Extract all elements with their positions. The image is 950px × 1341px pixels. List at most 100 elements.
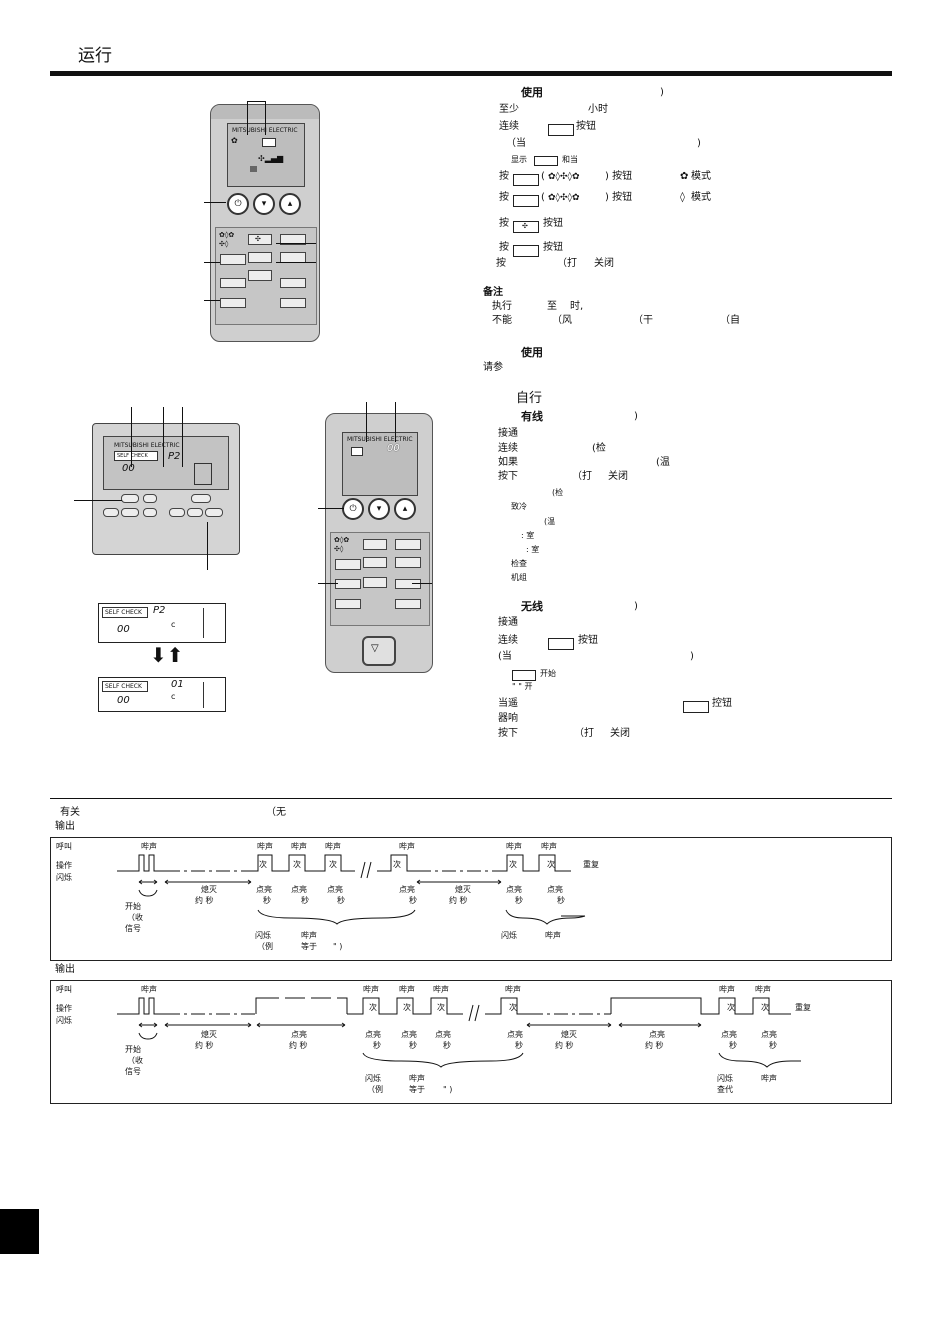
timer-button[interactable] (395, 557, 421, 568)
wired-btn-8[interactable] (205, 508, 223, 517)
step-text: ) (690, 651, 694, 662)
sec-label: 秒 (409, 1041, 417, 1050)
row-label: 闪烁 (56, 1016, 72, 1025)
on-off-button[interactable]: ⏻ (342, 498, 364, 520)
notes-label: 备注 (483, 287, 503, 298)
callout-line (395, 402, 396, 442)
dry-icon: ◊ (680, 192, 685, 203)
temp-down-button[interactable]: ▾ (368, 498, 390, 520)
beep-label: 哔声 (399, 842, 415, 851)
wireless-heading-paren: ) (634, 601, 638, 612)
beep-label: 哔声 (506, 842, 522, 851)
beep-label: 哔声 (755, 985, 771, 994)
callout-line (182, 407, 183, 467)
wired-btn-5[interactable] (143, 508, 157, 517)
test-button[interactable] (363, 577, 387, 588)
step-text: （当 (506, 138, 526, 149)
flash-beep-label: 哔声 (545, 931, 561, 940)
wired-btn-1[interactable] (121, 494, 139, 503)
on-off-button[interactable]: ⏻ (227, 193, 249, 215)
button-c[interactable] (220, 298, 246, 308)
button-symbol (534, 156, 558, 166)
heat-icon: ✿ (680, 171, 689, 182)
sub-text: : 室 (521, 531, 535, 540)
button-symbol (548, 638, 574, 650)
louver-button[interactable] (248, 252, 272, 263)
check-button[interactable] (248, 270, 272, 281)
wired-btn-7[interactable] (187, 508, 203, 517)
wired-btn-3[interactable] (103, 508, 119, 517)
step-text: 按钮 (543, 242, 563, 253)
step-text: （打 (574, 728, 594, 739)
about-sec-label: 约 秒 (449, 896, 468, 905)
page-tab (0, 1209, 39, 1254)
step-text: 器响 (498, 713, 518, 724)
sub-text: (温 (544, 517, 556, 526)
temp-up-button[interactable]: ▴ (394, 498, 416, 520)
example-label: 等于 (409, 1085, 425, 1094)
sec-label: 秒 (515, 896, 523, 905)
wired-lcd: MITSUBISHI ELECTRIC SELF CHECK 00 P2 (103, 436, 229, 490)
button-c[interactable] (335, 599, 361, 609)
step-text: 按 (499, 218, 509, 229)
button-symbol (513, 195, 539, 207)
step-text: 关闭 (594, 258, 614, 269)
about-sec-label: 约 秒 (289, 1041, 308, 1050)
step-text: 小时 (588, 104, 608, 115)
fan-button[interactable] (363, 539, 387, 550)
note-text: 不能 (492, 315, 512, 326)
note-text: 至 (547, 301, 557, 312)
wired-btn-4[interactable] (121, 508, 139, 517)
self-check-box: SELF CHECK (102, 681, 148, 692)
button-d[interactable] (395, 599, 421, 609)
self-check-lcd-2: SELF CHECK 01 00 c (98, 677, 226, 712)
step-text: 控钮 (712, 698, 732, 709)
callout-line (276, 243, 316, 244)
wired-btn-2[interactable] (143, 494, 157, 503)
step-text: 接通 (498, 428, 518, 439)
count-label: 次 (329, 860, 337, 869)
step-text: 连续 (498, 635, 518, 646)
on-label: 点亮 (401, 1030, 417, 1039)
button-b[interactable] (395, 579, 421, 589)
timing-intro: 有关 (60, 807, 80, 818)
step-text: 如果 (498, 457, 518, 468)
example-label: （例 (367, 1085, 383, 1094)
button-symbol (683, 701, 709, 713)
wired-onoff[interactable] (191, 494, 211, 503)
mode-button[interactable] (220, 254, 246, 265)
louver-button[interactable] (363, 557, 387, 568)
beep-label: 哔声 (325, 842, 341, 851)
button-d[interactable] (280, 298, 306, 308)
section3-heading: 自行 (516, 391, 543, 406)
callout-line (74, 500, 122, 501)
button-a[interactable] (220, 278, 246, 288)
flash-beep-label: 闪烁 (717, 1074, 733, 1083)
fan-button[interactable]: ✣ (248, 234, 272, 245)
sec-label: 秒 (337, 896, 345, 905)
lcd-code: 00 (387, 443, 400, 454)
mode-button[interactable] (335, 559, 361, 570)
vane-button[interactable] (280, 234, 306, 245)
beep-label: 哔声 (433, 985, 449, 994)
on-label: 点亮 (507, 1030, 523, 1039)
row-label: 呼叫 (56, 985, 72, 994)
step-text: 按钮 (578, 635, 598, 646)
beep-label: 哔声 (505, 985, 521, 994)
off-label: 熄灭 (455, 885, 471, 894)
step-text: （打 (557, 258, 577, 269)
wired-btn-6[interactable] (169, 508, 185, 517)
sub-text: 检查 (511, 559, 527, 568)
lcd-segment-box (262, 138, 276, 147)
step-text: ( (541, 192, 545, 203)
mode-icons: ✿◊✣◊✿ (548, 193, 580, 203)
on-label: 点亮 (547, 885, 563, 894)
button-b[interactable] (280, 278, 306, 288)
on-label: 点亮 (761, 1030, 777, 1039)
check-button[interactable] (335, 579, 361, 589)
temp-up-button[interactable]: ▴ (279, 193, 301, 215)
vane-button[interactable] (395, 539, 421, 550)
temp-down-button[interactable]: ▾ (253, 193, 275, 215)
section2-ref: 请参 (483, 362, 503, 373)
signal-label: 信号 (125, 924, 141, 933)
